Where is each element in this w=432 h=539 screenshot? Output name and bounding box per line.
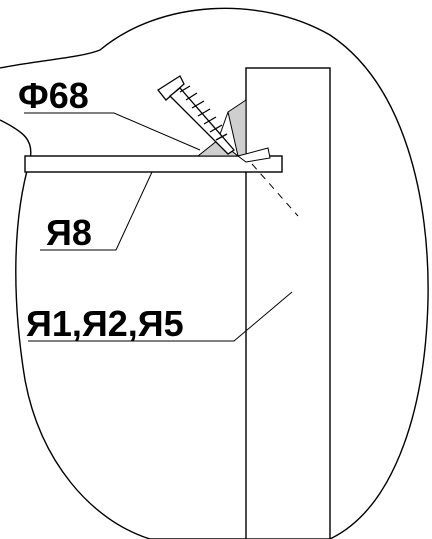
screw — [157, 75, 235, 155]
shelf-board — [24, 155, 283, 173]
leader-fastener — [24, 112, 201, 151]
label-shelf: Я8 — [46, 212, 92, 253]
screw-head — [157, 75, 185, 101]
label-panels: Я1,Я2,Я5 — [26, 303, 184, 344]
side-panel — [245, 67, 331, 539]
screw-thread — [179, 85, 228, 141]
leader-shelf — [40, 171, 153, 251]
detail-callout-outline — [0, 7, 429, 539]
leader-lines — [24, 112, 293, 342]
label-fastener: Ф68 — [18, 75, 89, 116]
leader-panels — [28, 291, 293, 342]
screw-axis-dashed — [251, 163, 299, 217]
corner-bracket-base — [236, 147, 271, 163]
screw-shank — [169, 87, 235, 155]
